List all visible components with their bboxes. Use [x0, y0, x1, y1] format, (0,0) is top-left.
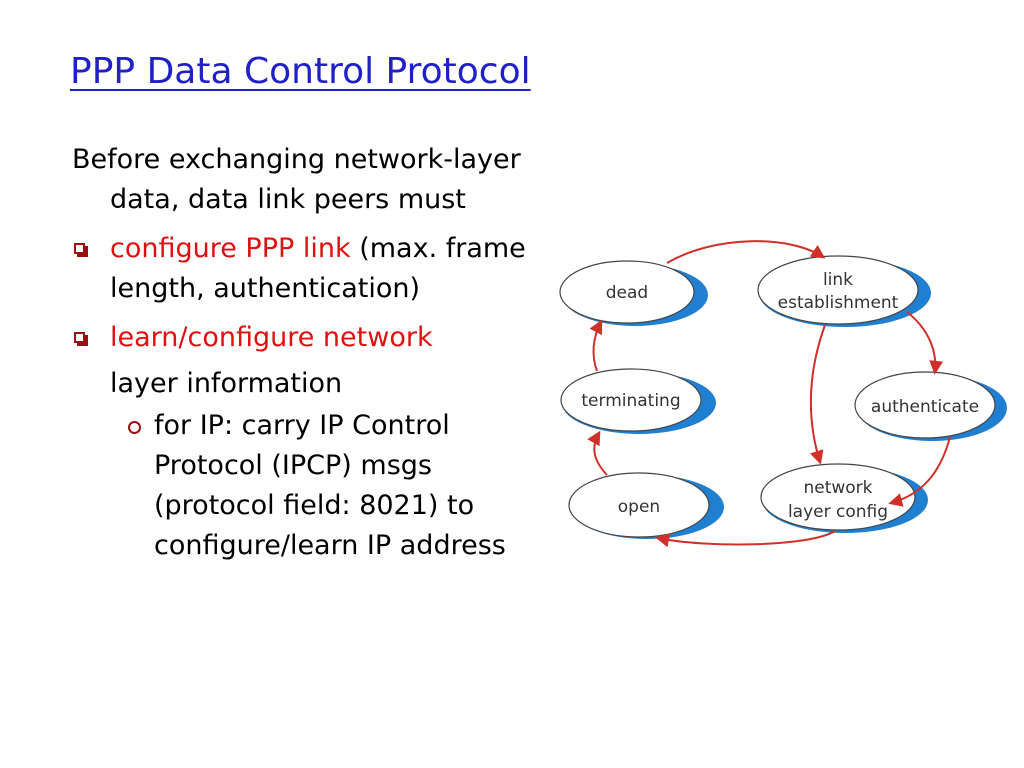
slide-title: PPP Data Control Protocol	[70, 51, 531, 92]
state-label: terminating	[581, 391, 680, 411]
bullet-highlight: configure PPP link	[110, 233, 351, 264]
state-open: open	[568, 472, 724, 539]
state-label: establishment	[778, 293, 899, 313]
state-dead: dead	[559, 260, 708, 326]
state-label: dead	[606, 283, 648, 303]
arrow-open-to-terminating	[587, 430, 608, 476]
arrow-link-to-network	[809, 324, 826, 465]
ppp-state-diagram: dead link establishment terminating auth…	[559, 240, 1007, 548]
state-authenticate: authenticate	[854, 371, 1007, 441]
state-label: open	[618, 497, 660, 517]
state-network-config: network layer config	[760, 463, 928, 533]
bullet-configure-link: configure PPP link (max. frame length, a…	[72, 229, 542, 309]
state-label: layer config	[788, 502, 888, 522]
bullet-text: (max. frame length, authentication)	[110, 233, 526, 304]
bullet-learn-network: learn/configure network	[72, 318, 542, 358]
square-bullet-icon	[74, 243, 85, 254]
bullet-highlight: learn/configure network	[110, 322, 433, 353]
state-label: link	[823, 270, 853, 290]
bullet-continuation: layer information	[110, 368, 343, 399]
state-label: authenticate	[871, 397, 979, 417]
arrow-network-to-open	[655, 530, 836, 548]
subbullet-ipcp: for IP: carry IP Control Protocol (IPCP)…	[72, 406, 542, 566]
slide-body: Before exchanging network-layer data, da…	[72, 140, 542, 566]
arrow-authenticate-to-network	[888, 436, 951, 507]
state-link-establishment: link establishment	[757, 255, 931, 327]
square-bullet-icon	[74, 332, 85, 343]
state-terminating: terminating	[560, 368, 716, 434]
arrow-dead-to-link	[666, 240, 826, 264]
subbullet-text: for IP: carry IP Control Protocol (IPCP)…	[154, 410, 506, 561]
circle-bullet-icon	[128, 421, 141, 434]
arrow-link-to-authenticate	[906, 311, 944, 375]
state-label: network	[803, 478, 872, 498]
arrow-terminating-to-dead	[589, 319, 603, 372]
intro-text: Before exchanging network-layer data, da…	[72, 144, 521, 215]
